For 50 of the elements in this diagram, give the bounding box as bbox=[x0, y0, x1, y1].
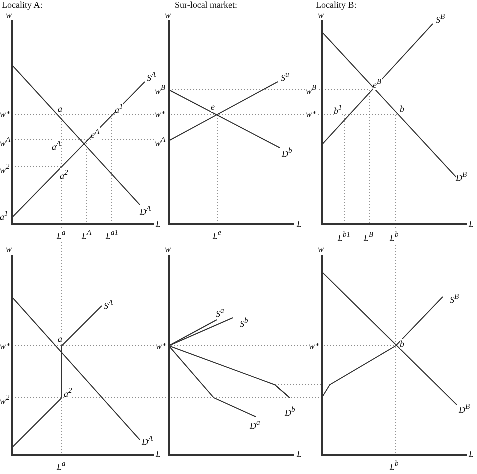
curve-label: D$^{b}$ bbox=[285, 405, 296, 418]
panel-title: Sur-local market: bbox=[175, 0, 238, 10]
curve-label: D$^{B}$ bbox=[459, 402, 470, 415]
panel-title: Locality B: bbox=[316, 0, 357, 10]
axis-label: L bbox=[297, 449, 302, 459]
point-label: b bbox=[400, 104, 404, 114]
panel-title: Locality A: bbox=[2, 0, 43, 10]
axis-label: w$^{A}$ bbox=[155, 135, 166, 148]
curve-label: D$^{A}$ bbox=[140, 204, 152, 217]
axis-label: L$^{b1}$ bbox=[338, 230, 351, 243]
point-label: b$^{1}$ bbox=[334, 103, 342, 116]
axis-label: w$^{2}$ bbox=[0, 162, 10, 175]
axis-label: L$^{A}$ bbox=[82, 228, 92, 241]
curve-label: D$^{B}$ bbox=[456, 170, 468, 183]
point-label: b bbox=[400, 339, 404, 349]
curve-label: S$^{A}$ bbox=[147, 70, 156, 83]
axis-label: L$^{a1}$ bbox=[106, 228, 119, 241]
axis-label: L bbox=[156, 449, 162, 459]
axis-label: w* bbox=[306, 109, 317, 119]
axis-label: L bbox=[469, 449, 474, 459]
point-label: a$^{1}$ bbox=[0, 209, 8, 222]
axis-label: w$^{2}$ bbox=[0, 393, 10, 406]
point-label: a$^{2}$ bbox=[64, 386, 72, 399]
curve-label: D$^{A}$ bbox=[142, 434, 154, 447]
axis-label: w* bbox=[156, 341, 167, 351]
axis-label: w* bbox=[309, 341, 320, 351]
axis-label: L$^{b}$ bbox=[390, 459, 399, 472]
point-label: e$^{A}$ bbox=[91, 127, 100, 140]
axis-label: w$^{B}$ bbox=[155, 83, 166, 96]
point-label: a$^{A}$ bbox=[52, 139, 62, 152]
curve-label: S$^{B}$ bbox=[436, 12, 446, 25]
curve-label: S$^{b}$ bbox=[240, 316, 248, 329]
curve-label: S$^{B}$ bbox=[450, 292, 460, 305]
point-label: a$^{2}$ bbox=[60, 168, 68, 181]
axis-label: w$^{B}$ bbox=[306, 83, 317, 96]
axis-label: w* bbox=[155, 109, 166, 119]
point-label: a$^{1}$ bbox=[115, 102, 124, 115]
axis-label: w$^{A}$ bbox=[0, 135, 11, 148]
axis-label: L$^{B}$ bbox=[364, 230, 374, 243]
axis-label: L$^{a}$ bbox=[57, 228, 66, 241]
point-label: a bbox=[58, 334, 62, 344]
axis-label: L bbox=[297, 219, 302, 229]
axis-label: L bbox=[469, 219, 474, 229]
axis-label: L bbox=[156, 219, 162, 229]
axis-label: L$^{b}$ bbox=[390, 230, 399, 243]
axis-label: w* bbox=[0, 109, 11, 119]
axis-label: w* bbox=[0, 341, 11, 351]
point-label: e$^{B}$ bbox=[373, 77, 382, 90]
curve-label: D$^{b}$ bbox=[282, 146, 292, 159]
curve-label: S$^{A}$ bbox=[104, 298, 114, 311]
